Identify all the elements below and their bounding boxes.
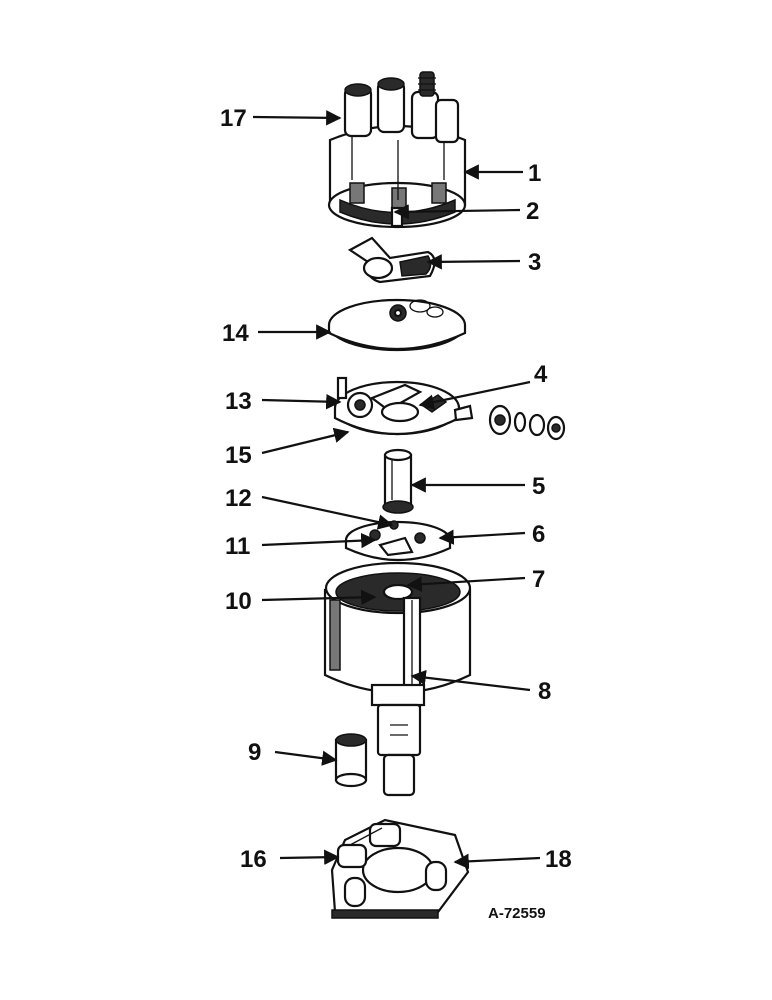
callout-labels: 17 1 2 3 14 13 4 15 5 12 6 11 7 10 8 9 1… bbox=[220, 105, 572, 922]
terminal-nuts-washers bbox=[488, 404, 566, 441]
callout-10: 10 bbox=[225, 588, 252, 615]
callout-16: 16 bbox=[240, 846, 267, 873]
callout-17: 17 bbox=[220, 105, 247, 132]
callout-9: 9 bbox=[248, 739, 261, 766]
callout-15: 15 bbox=[225, 442, 252, 469]
callout-3: 3 bbox=[528, 249, 541, 276]
callout-6: 6 bbox=[532, 521, 545, 548]
bushing bbox=[334, 733, 368, 788]
cam bbox=[382, 448, 414, 514]
weight-support-plate bbox=[344, 520, 452, 562]
distributor-cap bbox=[327, 71, 467, 229]
leader-lines bbox=[252, 110, 541, 870]
callout-5: 5 bbox=[532, 473, 545, 500]
callout-1: 1 bbox=[528, 160, 541, 187]
rotor bbox=[347, 236, 436, 284]
callout-12: 12 bbox=[225, 485, 252, 512]
callout-14: 14 bbox=[222, 320, 249, 347]
dust-shield bbox=[327, 298, 467, 352]
callout-11: 11 bbox=[225, 533, 250, 560]
callout-2: 2 bbox=[526, 198, 539, 225]
callout-18: 18 bbox=[545, 846, 572, 873]
callout-8: 8 bbox=[538, 678, 551, 705]
callout-4: 4 bbox=[534, 361, 548, 388]
breaker-plate bbox=[333, 376, 474, 436]
reference-number: A-72559 bbox=[488, 905, 546, 922]
hold-down-plate bbox=[330, 818, 470, 919]
callout-13: 13 bbox=[225, 388, 252, 415]
callout-7: 7 bbox=[532, 566, 545, 593]
